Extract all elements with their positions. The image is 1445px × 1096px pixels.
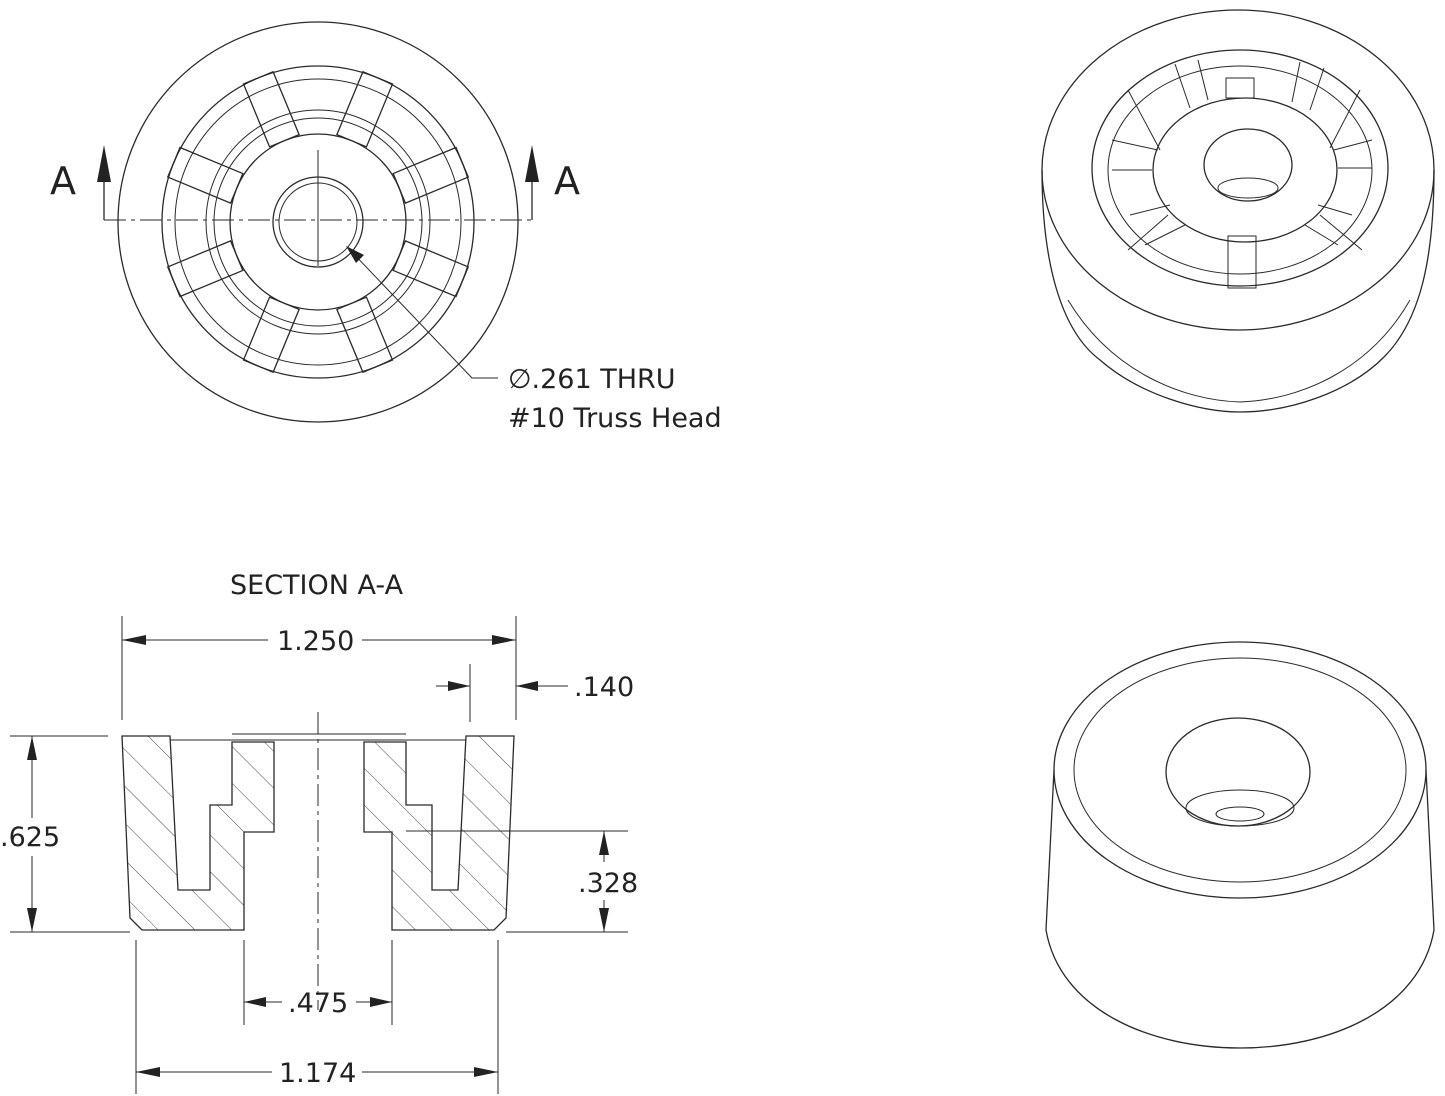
- section-label-left: A: [50, 159, 76, 203]
- dim-counterbore-depth: .328: [578, 868, 638, 899]
- rib: [336, 296, 394, 374]
- hole-callout-line1: ∅.261 THRU: [508, 364, 676, 395]
- section-view: SECTION A-A 1.250 .140 .625: [0, 570, 638, 1094]
- section-arrow-right: [525, 145, 539, 182]
- top-view: A A ∅.261 THRU #10 Truss Head: [50, 21, 722, 434]
- rib: [242, 296, 300, 374]
- hole-callout-line2: #10 Truss Head: [508, 403, 722, 434]
- outer-rim: [117, 21, 519, 423]
- dim-counterbore-dia: .475: [288, 988, 348, 1019]
- iso2-body: [1045, 769, 1435, 1049]
- rib: [242, 70, 300, 148]
- rib: [392, 240, 470, 298]
- dim-bottom-width: 1.174: [279, 1058, 356, 1089]
- iso-top-rim: [1041, 9, 1435, 331]
- dim-top-width: 1.250: [277, 626, 354, 657]
- iso-ribs: [1111, 59, 1373, 289]
- section-left-half: [121, 735, 275, 931]
- rib: [166, 240, 244, 298]
- ribs: [166, 70, 470, 374]
- section-label-right: A: [554, 159, 580, 203]
- rib: [336, 70, 394, 148]
- iso2-hole: [1165, 717, 1311, 827]
- hub-outer: [229, 133, 407, 311]
- section-right-half: [363, 735, 515, 931]
- iso-hub: [1152, 97, 1338, 243]
- hole-leader: [349, 249, 498, 379]
- rib: [392, 146, 470, 204]
- iso-inner-rim: [1091, 49, 1389, 287]
- rib: [166, 146, 244, 204]
- iso-view-bottom: [1045, 641, 1435, 1049]
- iso-view-top: [1041, 9, 1435, 413]
- section-title: SECTION A-A: [230, 570, 404, 601]
- inner-rim: [161, 65, 475, 379]
- section-arrow-left: [97, 145, 111, 182]
- iso-hole: [1203, 128, 1293, 202]
- dim-height: .625: [0, 822, 60, 853]
- iso2-top-face: [1053, 641, 1427, 899]
- dim-wall: .140: [574, 672, 634, 703]
